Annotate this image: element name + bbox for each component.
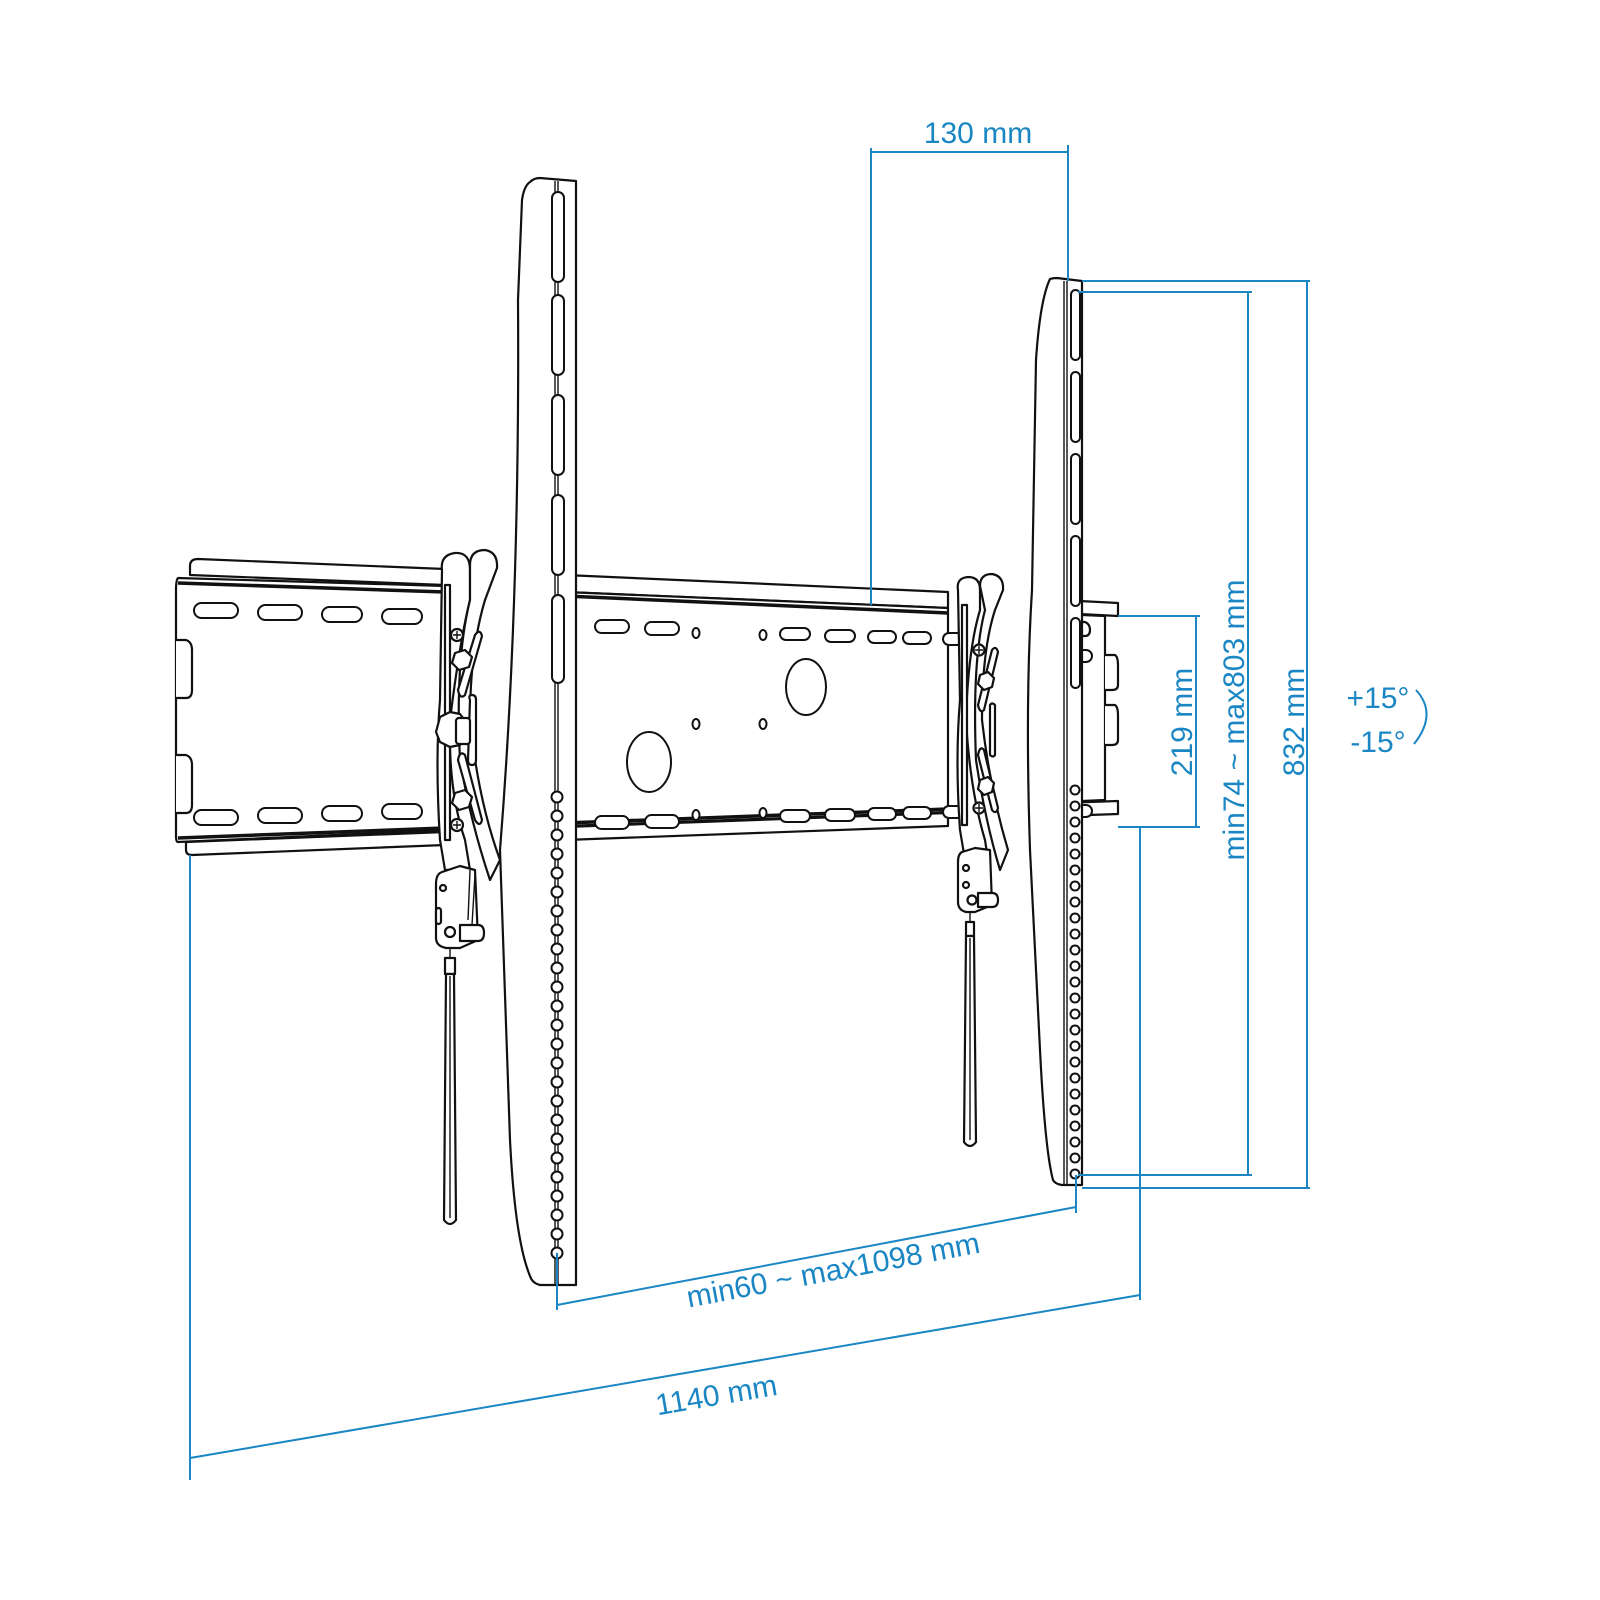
arm-height-label: 832 mm [1278,668,1311,776]
dimension-lines [189,145,1428,1480]
right-arm-holes [1069,784,1081,1180]
rail-height-label: 219 mm [1166,668,1199,776]
horizontal-range-label: min60 ~ max1098 mm [684,1227,983,1315]
depth-label: 130 mm [924,117,1032,150]
plate-width-label: 1140 mm [653,1369,780,1422]
left-tilt-bracket [434,548,502,1226]
vertical-range-label: min74 ~ max803 mm [1218,580,1251,861]
right-tilt-bracket [956,572,1010,1148]
tilt-plus-label: +15° [1347,682,1410,715]
left-arm-holes [550,790,564,1260]
left-arm [498,176,578,1287]
tilt-minus-label: -15° [1350,726,1405,759]
right-arm [1026,276,1084,1187]
